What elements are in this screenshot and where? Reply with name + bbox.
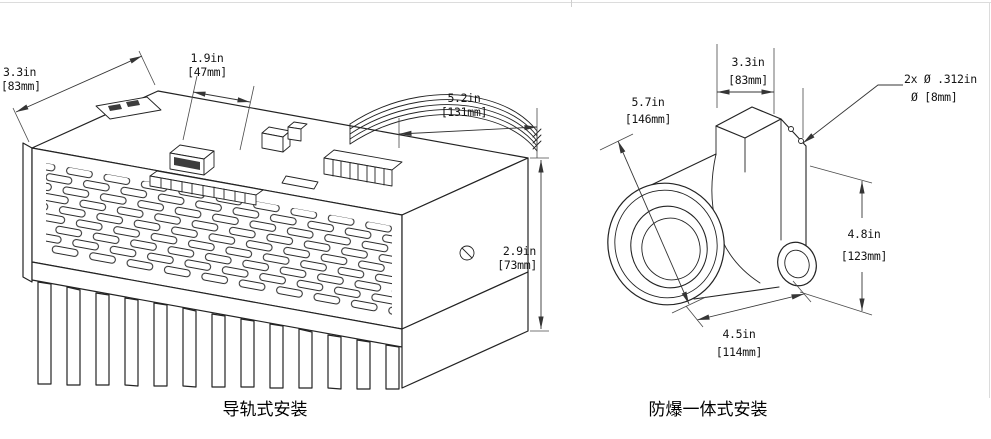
dim-diameter-in: 5.7in xyxy=(631,95,664,109)
dim-height-mm: [73mm] xyxy=(497,258,537,272)
dim-depth-in: 3.3in xyxy=(3,65,36,79)
ventilation-slots xyxy=(46,163,392,316)
dim-height-in: 2.9in xyxy=(503,244,536,258)
dim-top-width: 3.3in [83mm] xyxy=(716,44,775,114)
dim-holes-line2: Ø [8mm] xyxy=(911,90,957,104)
caption-explosion-proof: 防爆一体式安装 xyxy=(648,400,768,419)
usb-connector xyxy=(169,144,215,176)
heatsink-fins xyxy=(37,281,400,390)
dim-diameter-mm: [146mm] xyxy=(625,112,671,126)
terminal-block xyxy=(323,149,403,187)
dim-length-in: 4.5in xyxy=(722,327,755,341)
column-divider-tick xyxy=(571,0,572,7)
dim-height: 4.8in [123mm] xyxy=(799,165,887,316)
conduit-port xyxy=(777,241,817,287)
page-border-top xyxy=(0,2,991,3)
dim-holes-callout: 2x Ø .312in Ø [8mm] xyxy=(802,72,977,144)
dim-width-in: 5.2in xyxy=(447,91,480,105)
caption-rail-mount: 导轨式安装 xyxy=(222,400,308,419)
header-connector xyxy=(261,121,308,153)
barrel-top-edge xyxy=(646,153,717,188)
screw-slot xyxy=(461,247,473,259)
rail-mount-drawing: 3.3in [83mm] 1.9in [47mm] 5.2in [131mm] xyxy=(1,50,549,390)
terminal-strip xyxy=(149,170,264,206)
explosion-proof-drawing: 5.7in [146mm] 3.3in [83mm] 2x Ø .312in Ø… xyxy=(599,44,977,359)
lens-front-ring xyxy=(607,182,725,306)
cutout-outline xyxy=(281,175,319,190)
dim-height-in: 4.8in xyxy=(847,227,880,241)
lens-barrel xyxy=(607,182,725,306)
dim-height-mm: [123mm] xyxy=(841,249,887,263)
dim-section-in: 1.9in xyxy=(190,51,223,65)
base-right-face xyxy=(401,271,529,389)
dim-holes-line1: 2x Ø .312in xyxy=(904,72,977,86)
dim-length: 4.5in [114mm] xyxy=(685,280,812,359)
dim-depth: 3.3in [83mm] xyxy=(1,50,156,143)
dim-section-mm: [47mm] xyxy=(187,65,227,79)
dim-top-width-in: 3.3in xyxy=(731,55,764,69)
page-border-right xyxy=(989,2,990,398)
dim-section: 1.9in [47mm] xyxy=(182,51,255,151)
dim-diameter: 5.7in [146mm] xyxy=(599,95,707,314)
mounting-holes xyxy=(788,126,804,144)
housing-body xyxy=(715,106,807,251)
dim-depth-mm: [83mm] xyxy=(1,79,41,93)
dim-top-width-mm: [83mm] xyxy=(728,73,768,87)
dim-height: 2.9in [73mm] xyxy=(497,157,549,332)
dim-length-mm: [114mm] xyxy=(716,345,762,359)
module-left-face xyxy=(22,142,33,283)
dim-width-mm: [131mm] xyxy=(441,105,487,119)
dim-width: 5.2in [131mm] xyxy=(398,91,538,158)
